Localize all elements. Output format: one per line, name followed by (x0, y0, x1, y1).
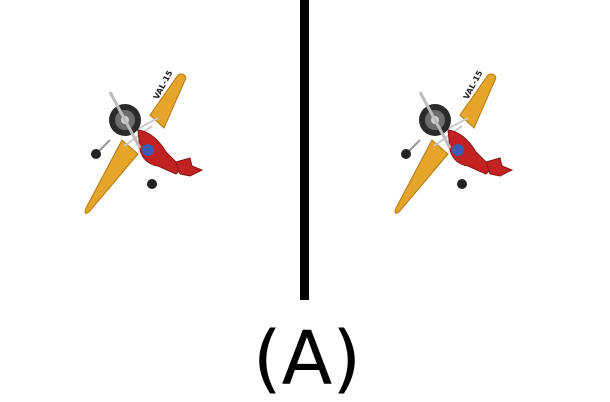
airplane-image-right: VAL-15 (390, 70, 515, 220)
airplane-image-left: VAL-15 (80, 70, 205, 220)
panel-caption: (A) (252, 316, 362, 402)
vertical-divider (300, 0, 309, 300)
